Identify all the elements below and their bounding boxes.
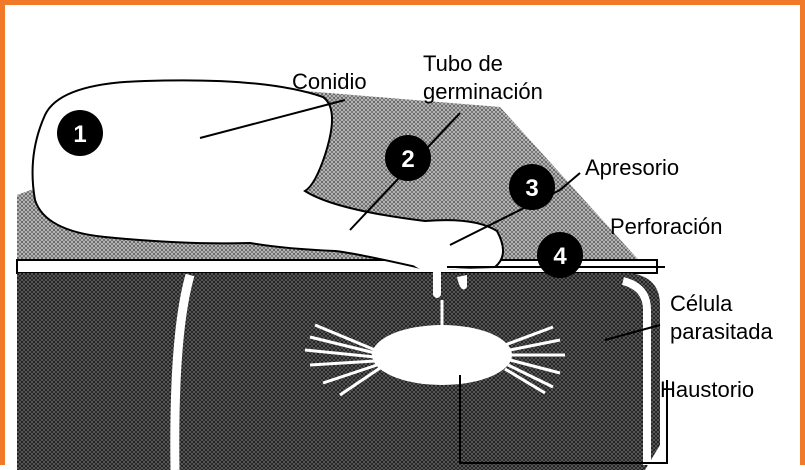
badge-2: 2 <box>385 135 431 181</box>
label-conidio: Conidio <box>292 69 367 94</box>
badge-2-label: 2 <box>401 146 414 173</box>
badge-3-label: 3 <box>525 175 538 202</box>
cell-layer <box>17 273 660 470</box>
badge-4: 4 <box>537 232 583 278</box>
label-haustorio: Haustorio <box>660 377 754 402</box>
label-celula-line1: Célula <box>670 291 733 316</box>
label-celula-line2: parasitada <box>670 319 774 344</box>
label-apresorio: Apresorio <box>585 155 679 180</box>
penetration-peg <box>433 271 441 298</box>
badge-4-label: 4 <box>553 243 567 270</box>
badge-3: 3 <box>509 164 555 210</box>
appressorium-body <box>404 230 495 271</box>
badge-1: 1 <box>57 110 103 156</box>
badge-1-label: 1 <box>73 121 86 148</box>
fungal-infection-diagram: 1 2 3 4 Conidio Tubo de germinación Apre… <box>5 5 805 470</box>
label-tubo-line2: germinación <box>423 79 543 104</box>
label-perforacion: Perforación <box>610 214 723 239</box>
label-tubo-line1: Tubo de <box>423 51 503 76</box>
